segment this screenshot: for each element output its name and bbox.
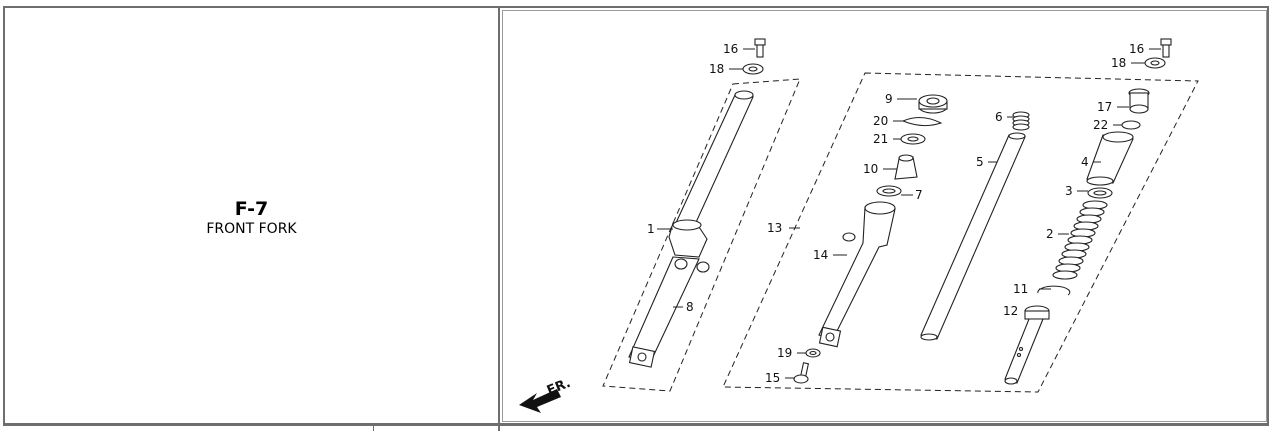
callout-4: 4 bbox=[1081, 155, 1089, 169]
fork-assembly-13-outline bbox=[722, 72, 1199, 393]
callout-11: 11 bbox=[1013, 282, 1028, 296]
callout-2: 2 bbox=[1046, 227, 1054, 241]
callout-7: 7 bbox=[915, 188, 923, 202]
callout-15: 15 bbox=[765, 371, 780, 385]
front-fork-exploded-view: FR. bbox=[519, 38, 1199, 413]
callout-18-left: 18 bbox=[709, 62, 724, 76]
callout-5: 5 bbox=[976, 155, 984, 169]
callout-18-right: 18 bbox=[1111, 56, 1126, 70]
callout-3: 3 bbox=[1065, 184, 1073, 198]
callout-22: 22 bbox=[1093, 118, 1108, 132]
bushing-10 bbox=[894, 154, 918, 180]
callout-6: 6 bbox=[995, 110, 1003, 124]
spring-6 bbox=[1012, 111, 1030, 131]
callout-16-right: 16 bbox=[1129, 42, 1144, 56]
inner-tube-5 bbox=[920, 132, 1026, 341]
section-name: FRONT FORK bbox=[206, 221, 297, 237]
callout-12: 12 bbox=[1003, 304, 1018, 318]
main-spring-2 bbox=[1052, 200, 1108, 280]
callout-9: 9 bbox=[885, 92, 893, 106]
slider-14 bbox=[818, 201, 896, 348]
section-title-block: F-7 FRONT FORK bbox=[5, 198, 498, 238]
front-direction-label: FR. bbox=[545, 376, 573, 399]
circlip-11 bbox=[1037, 285, 1071, 296]
outer-tube-1 bbox=[628, 90, 754, 368]
exploded-diagram-cell: FR. bbox=[502, 10, 1267, 422]
callout-10: 10 bbox=[863, 162, 878, 176]
cap-bolt-17 bbox=[1128, 88, 1150, 114]
callout-20: 20 bbox=[873, 114, 888, 128]
parts-table-frame: F-7 FRONT FORK bbox=[3, 6, 1269, 425]
clip-20 bbox=[902, 117, 943, 127]
callout-14: 14 bbox=[813, 248, 828, 262]
bolt-16-right bbox=[1160, 38, 1172, 58]
seal-9 bbox=[918, 94, 948, 114]
outer-tube-assembly-outline bbox=[602, 78, 801, 392]
callout-19: 19 bbox=[777, 346, 792, 360]
bolt-16-left bbox=[754, 38, 766, 58]
o-ring-22 bbox=[1121, 120, 1141, 130]
front-direction-arrow: FR. bbox=[519, 376, 573, 413]
callout-8: 8 bbox=[686, 300, 694, 314]
section-title-cell: F-7 FRONT FORK bbox=[5, 8, 500, 423]
callout-13: 13 bbox=[767, 221, 782, 235]
callout-17: 17 bbox=[1097, 100, 1112, 114]
callout-1: 1 bbox=[647, 222, 655, 236]
spacer-4 bbox=[1086, 131, 1134, 186]
callout-16-left: 16 bbox=[723, 42, 738, 56]
next-row-border bbox=[3, 425, 1269, 431]
callout-21: 21 bbox=[873, 132, 888, 146]
bolt-15 bbox=[793, 362, 810, 384]
section-code: F-7 bbox=[234, 198, 269, 220]
